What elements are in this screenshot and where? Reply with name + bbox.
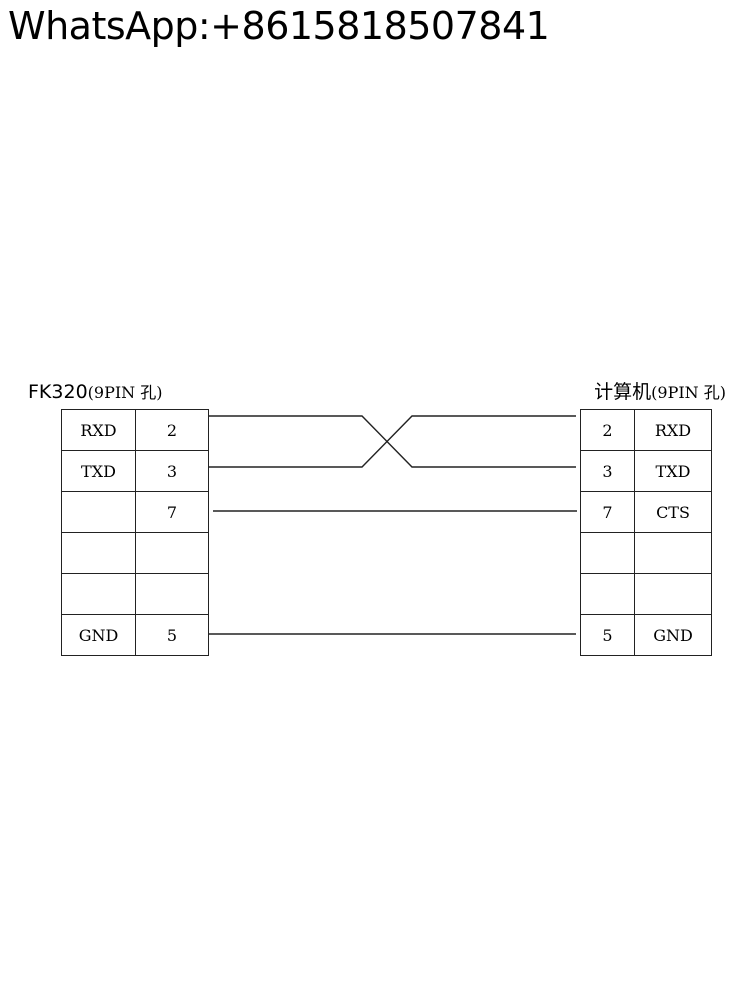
left-pin-cell: 5 xyxy=(135,614,209,656)
right-pin-cell: 2 xyxy=(580,409,635,451)
wire-pin2-to-pin3 xyxy=(209,415,576,468)
left-pin-cell: 7 xyxy=(135,491,209,533)
wire-pin3-to-pin2 xyxy=(209,415,576,468)
left-signal-cell: GND xyxy=(61,614,136,656)
left-pin-cell xyxy=(135,532,209,574)
right-pin-cell: 3 xyxy=(580,450,635,492)
right-signal-cell: RXD xyxy=(634,409,712,451)
left-connector-title: FK320(9PIN 孔) xyxy=(28,378,163,406)
right-signal-cell xyxy=(634,532,712,574)
right-pin-row xyxy=(580,532,712,574)
left-pin-row xyxy=(61,573,209,615)
left-pin-cell: 3 xyxy=(135,450,209,492)
right-connector-title: 计算机(9PIN 孔) xyxy=(594,378,726,406)
right-pin-cell: 5 xyxy=(580,614,635,656)
right-signal-cell xyxy=(634,573,712,615)
left-pin-row: 7 xyxy=(61,491,209,533)
right-pin-cell: 7 xyxy=(580,491,635,533)
right-signal-cell: GND xyxy=(634,614,712,656)
left-signal-cell: TXD xyxy=(61,450,136,492)
right-connector-name: 计算机 xyxy=(594,381,652,403)
left-connector-name: FK320 xyxy=(28,381,88,403)
watermark-text: WhatsApp:+8615818507841 xyxy=(8,4,550,48)
left-connector-spec: (9PIN 孔) xyxy=(87,383,163,402)
left-signal-cell xyxy=(61,491,136,533)
right-connector-spec: (9PIN 孔) xyxy=(651,383,726,402)
right-pin-row xyxy=(580,573,712,615)
